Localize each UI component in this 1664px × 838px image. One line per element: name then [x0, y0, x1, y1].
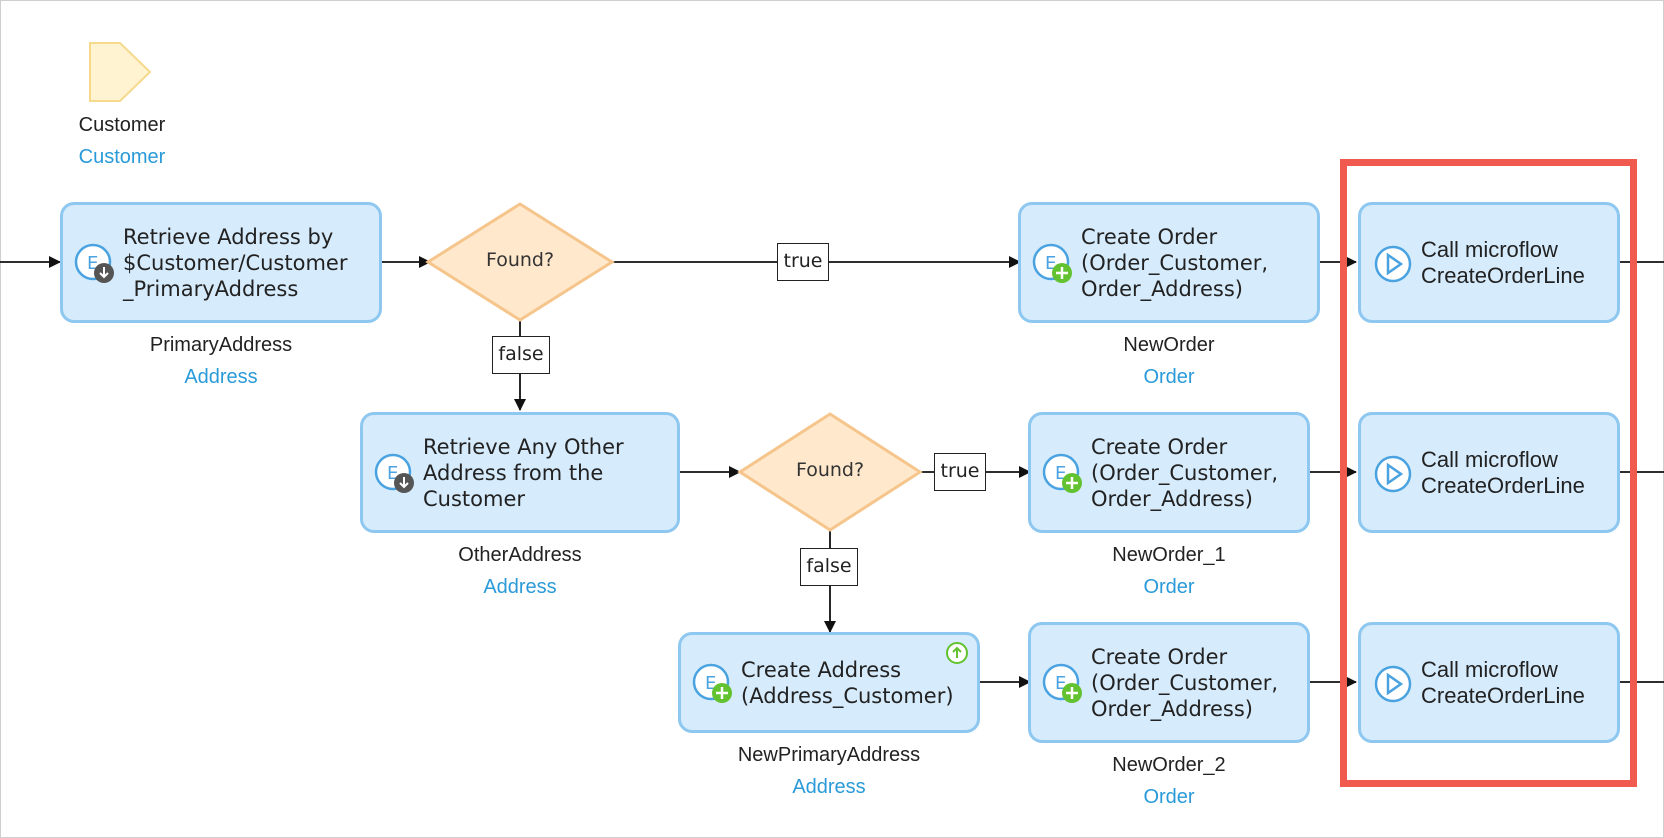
svg-text:E: E: [87, 253, 98, 274]
activity-variable-name: NewOrder_2: [1112, 754, 1226, 776]
parameter-icon: [89, 42, 152, 102]
svg-text:E: E: [387, 463, 398, 484]
create-object-icon: E: [1042, 663, 1082, 703]
activity-caption: Call microflow CreateOrderLine: [1421, 236, 1585, 288]
activity-create-order-2[interactable]: E Create Order (Order_Customer, Order_Ad…: [1028, 412, 1310, 533]
activity-variable-name: NewOrder: [1123, 334, 1215, 356]
activity-variable-name: NewOrder_1: [1112, 544, 1226, 566]
condition-false-1[interactable]: false: [492, 336, 550, 374]
svg-text:E: E: [1045, 253, 1056, 274]
activity-variable-type: Order: [1143, 576, 1195, 598]
activity-caption: Call microflow CreateOrderLine: [1421, 656, 1585, 708]
activity-caption: Retrieve Address by $Customer/Customer _…: [123, 224, 348, 301]
activity-caption: Call microflow CreateOrderLine: [1421, 446, 1585, 498]
activity-variable-name: OtherAddress: [458, 544, 582, 566]
play-icon: [1374, 665, 1412, 702]
activity-caption: Create Order (Order_Customer, Order_Addr…: [1091, 644, 1279, 721]
retrieve-object-icon: E: [374, 453, 414, 493]
play-icon: [1374, 245, 1412, 282]
parameter-type: Customer: [78, 146, 166, 168]
condition-false-2[interactable]: false: [800, 548, 858, 586]
activity-caption: Create Order (Order_Customer, Order_Addr…: [1081, 224, 1269, 301]
activity-create-order-3[interactable]: E Create Order (Order_Customer, Order_Ad…: [1028, 622, 1310, 743]
condition-true-1[interactable]: true: [777, 243, 829, 281]
activity-variable-name: NewPrimaryAddress: [737, 744, 921, 766]
activity-variable-type: Address: [792, 776, 866, 798]
activity-variable-type: Order: [1143, 366, 1195, 388]
activity-variable-type: Order: [1143, 786, 1195, 808]
activity-variable-type: Address: [483, 576, 557, 598]
activity-create-order-1[interactable]: E Create Order (Order_Customer, Order_Ad…: [1018, 202, 1320, 323]
create-object-icon: E: [1032, 243, 1072, 283]
retrieve-object-icon: E: [74, 243, 114, 283]
activity-retrieve-primary-address[interactable]: E Retrieve Address by $Customer/Customer…: [60, 202, 382, 323]
create-object-icon: E: [1042, 453, 1082, 493]
highlight-box: [1340, 159, 1637, 787]
svg-text:E: E: [705, 673, 716, 694]
activity-caption: Create Address (Address_Customer): [741, 657, 954, 708]
activity-call-microflow-1[interactable]: Call microflow CreateOrderLine: [1358, 202, 1620, 323]
decision-found-2-label: Found?: [795, 459, 865, 481]
activity-caption: Create Order (Order_Customer, Order_Addr…: [1091, 434, 1279, 511]
condition-true-2[interactable]: true: [934, 453, 986, 491]
svg-text:E: E: [1055, 463, 1066, 484]
activity-variable-name: PrimaryAddress: [149, 334, 293, 356]
activity-create-address[interactable]: E Create Address (Address_Customer): [678, 632, 980, 733]
decision-found-1-label: Found?: [485, 249, 555, 271]
activity-variable-type: Address: [184, 366, 258, 388]
decision-found-1: [425, 202, 615, 322]
play-icon: [1374, 455, 1412, 492]
svg-text:E: E: [1055, 673, 1066, 694]
activity-retrieve-other-address[interactable]: E Retrieve Any Other Address from the Cu…: [360, 412, 680, 533]
create-object-icon: E: [692, 663, 732, 703]
commit-icon: [946, 642, 968, 664]
parameter-name: Customer: [78, 114, 166, 136]
activity-caption: Retrieve Any Other Address from the Cust…: [423, 434, 624, 511]
decision-found-2: [737, 412, 923, 532]
activity-call-microflow-2[interactable]: Call microflow CreateOrderLine: [1358, 412, 1620, 533]
activity-call-microflow-3[interactable]: Call microflow CreateOrderLine: [1358, 622, 1620, 743]
